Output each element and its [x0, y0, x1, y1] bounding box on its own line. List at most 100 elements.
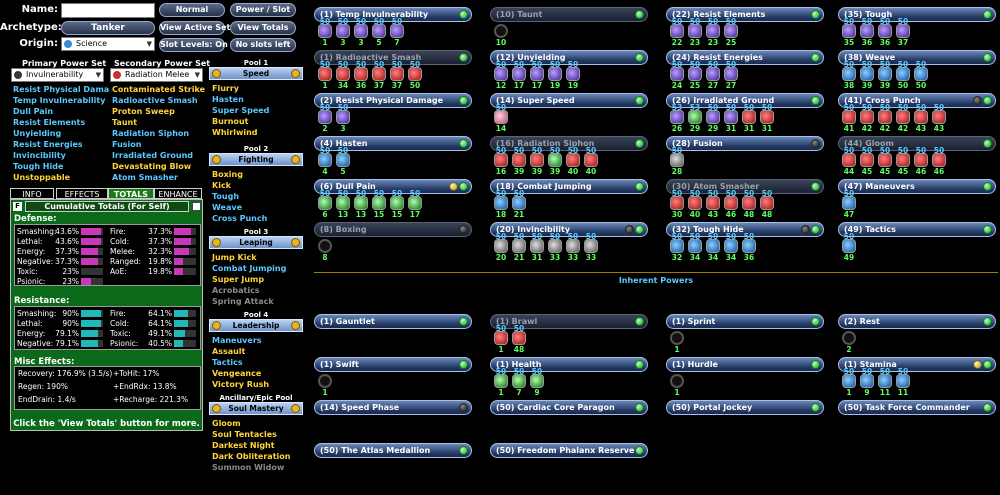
- pool-select-soul-mastery[interactable]: Soul Mastery: [209, 402, 303, 415]
- power-bar-health[interactable]: (1) Health: [490, 357, 648, 372]
- enhancement-slot-icon[interactable]: [878, 374, 892, 388]
- power-bar-cross-punch[interactable]: (41) Cross Punch: [838, 93, 996, 108]
- power-item-tough-hide[interactable]: Tough Hide: [13, 162, 64, 171]
- empty-slot-icon[interactable]: [318, 374, 332, 388]
- power-bar-taunt[interactable]: (10) Taunt: [490, 7, 648, 22]
- enhancement-slot-icon[interactable]: [760, 196, 774, 210]
- power-bar-irradiated-ground[interactable]: (26) Irradiated Ground: [666, 93, 824, 108]
- power-bar-invincibility[interactable]: (20) Invincibility: [490, 222, 648, 237]
- enhancement-slot-icon[interactable]: [530, 374, 544, 388]
- power-bar-tough-hide[interactable]: (32) Tough Hide: [666, 222, 824, 237]
- power-item-devastating-blow[interactable]: Devastating Blow: [112, 162, 192, 171]
- power-item-burnout[interactable]: Burnout: [212, 117, 249, 126]
- power-active-dot-icon[interactable]: [459, 360, 468, 369]
- enhancement-slot-icon[interactable]: [688, 196, 702, 210]
- power-active-dot-icon[interactable]: [983, 317, 992, 326]
- enhancement-slot-icon[interactable]: [688, 239, 702, 253]
- power-item-irradiated-ground[interactable]: Irradiated Ground: [112, 151, 194, 160]
- power-item-dark-obliteration[interactable]: Dark Obliteration: [212, 452, 291, 461]
- enhancement-slot-icon[interactable]: [842, 374, 856, 388]
- enhancement-slot-icon[interactable]: [372, 196, 386, 210]
- enhancement-slot-icon[interactable]: [336, 110, 350, 124]
- no-slots-left-button[interactable]: No slots left: [230, 38, 296, 52]
- enhancement-slot-icon[interactable]: [896, 67, 910, 81]
- power-item-tough[interactable]: Tough: [212, 192, 240, 201]
- enhancement-slot-icon[interactable]: [842, 239, 856, 253]
- enhancement-slot-icon[interactable]: [336, 153, 350, 167]
- enhancement-slot-icon[interactable]: [878, 67, 892, 81]
- power-item-hasten[interactable]: Hasten: [212, 95, 244, 104]
- enhancement-slot-icon[interactable]: [706, 239, 720, 253]
- enhancement-slot-icon[interactable]: [896, 24, 910, 38]
- enhancement-slot-icon[interactable]: [584, 153, 598, 167]
- enhancement-slot-icon[interactable]: [336, 196, 350, 210]
- enhancement-slot-icon[interactable]: [860, 24, 874, 38]
- power-bar-hurdle[interactable]: (1) Hurdle: [666, 357, 824, 372]
- enhancement-slot-icon[interactable]: [670, 110, 684, 124]
- power-item-atom-smasher[interactable]: Atom Smasher: [112, 173, 178, 182]
- power-item-maneuvers[interactable]: Maneuvers: [212, 336, 262, 345]
- empty-slot-icon[interactable]: [842, 331, 856, 345]
- empty-slot-icon[interactable]: [318, 239, 332, 253]
- view-totals-button[interactable]: View Totals: [230, 21, 296, 35]
- power-item-boxing[interactable]: Boxing: [212, 170, 243, 179]
- view-active-sets-button[interactable]: View Active Sets: [159, 21, 235, 35]
- enhancement-slot-icon[interactable]: [512, 196, 526, 210]
- power-item-resist-physical-dama[interactable]: Resist Physical Dama: [13, 85, 110, 94]
- power-active-dot-icon[interactable]: [811, 403, 820, 412]
- enhancement-slot-icon[interactable]: [706, 67, 720, 81]
- pool-select-fighting[interactable]: Fighting: [209, 153, 303, 166]
- power-bar-the-atlas-medallion[interactable]: (50) The Atlas Medallion: [314, 443, 472, 458]
- origin-select[interactable]: Science▼: [61, 37, 155, 51]
- power-item-radiation-siphon[interactable]: Radiation Siphon: [112, 129, 190, 138]
- enhancement-slot-icon[interactable]: [548, 153, 562, 167]
- power-item-combat-jumping[interactable]: Combat Jumping: [212, 264, 287, 273]
- power-active-dot-icon[interactable]: [635, 96, 644, 105]
- power-item-proton-sweep[interactable]: Proton Sweep: [112, 107, 175, 116]
- enhancement-slot-icon[interactable]: [932, 110, 946, 124]
- power-bar-sprint[interactable]: (1) Sprint: [666, 314, 824, 329]
- power-active-dot-icon[interactable]: [635, 360, 644, 369]
- empty-slot-icon[interactable]: [494, 24, 508, 38]
- power-bar-speed-phase[interactable]: (14) Speed Phase: [314, 400, 472, 415]
- power-item-acrobatics[interactable]: Acrobatics: [212, 286, 260, 295]
- power-active-dot-icon[interactable]: [811, 96, 820, 105]
- power-active-dot-icon[interactable]: [983, 139, 992, 148]
- power-bar-radiation-siphon[interactable]: (16) Radiation Siphon: [490, 136, 648, 151]
- power-bar-boxing[interactable]: (8) Boxing: [314, 222, 472, 237]
- power-inactive-dot-icon[interactable]: [459, 225, 468, 234]
- enhancement-slot-icon[interactable]: [548, 67, 562, 81]
- power-active-dot-icon[interactable]: [635, 317, 644, 326]
- enhancement-slot-icon[interactable]: [842, 196, 856, 210]
- power-active-dot-icon[interactable]: [459, 182, 468, 191]
- enhancement-slot-icon[interactable]: [336, 24, 350, 38]
- power-item-victory-rush[interactable]: Victory Rush: [212, 380, 270, 389]
- power-bar-brawl[interactable]: (1) Brawl: [490, 314, 648, 329]
- power-item-spring-attack[interactable]: Spring Attack: [212, 297, 274, 306]
- enhancement-slot-icon[interactable]: [860, 153, 874, 167]
- power-bar-hasten[interactable]: (4) Hasten: [314, 136, 472, 151]
- enhancement-slot-icon[interactable]: [318, 110, 332, 124]
- power-bar-tactics[interactable]: (49) Tactics: [838, 222, 996, 237]
- power-bar-resist-energies[interactable]: (24) Resist Energies: [666, 50, 824, 65]
- enhancement-slot-icon[interactable]: [932, 153, 946, 167]
- tab-enhance[interactable]: ENHANCE: [154, 188, 202, 199]
- power-active-dot-icon[interactable]: [635, 182, 644, 191]
- enhancement-slot-icon[interactable]: [896, 153, 910, 167]
- pool-select-leadership[interactable]: Leadership: [209, 319, 303, 332]
- tab-totals[interactable]: TOTALS: [108, 188, 154, 199]
- archetype-select[interactable]: Tanker: [61, 21, 155, 35]
- power-item-resist-elements[interactable]: Resist Elements: [13, 118, 86, 127]
- power-item-jump-kick[interactable]: Jump Kick: [212, 253, 257, 262]
- enhancement-slot-icon[interactable]: [670, 239, 684, 253]
- enhancement-slot-icon[interactable]: [860, 110, 874, 124]
- power-active-dot-icon[interactable]: [983, 225, 992, 234]
- power-active-dot-icon[interactable]: [459, 96, 468, 105]
- enhancement-slot-icon[interactable]: [706, 196, 720, 210]
- power-slot-button[interactable]: Power / Slot: [230, 3, 296, 17]
- power-bar-unyielding[interactable]: (12) Unyielding: [490, 50, 648, 65]
- enhancement-slot-icon[interactable]: [842, 24, 856, 38]
- power-active-dot-icon[interactable]: [983, 182, 992, 191]
- enhancement-slot-icon[interactable]: [530, 153, 544, 167]
- enhancement-slot-icon[interactable]: [566, 153, 580, 167]
